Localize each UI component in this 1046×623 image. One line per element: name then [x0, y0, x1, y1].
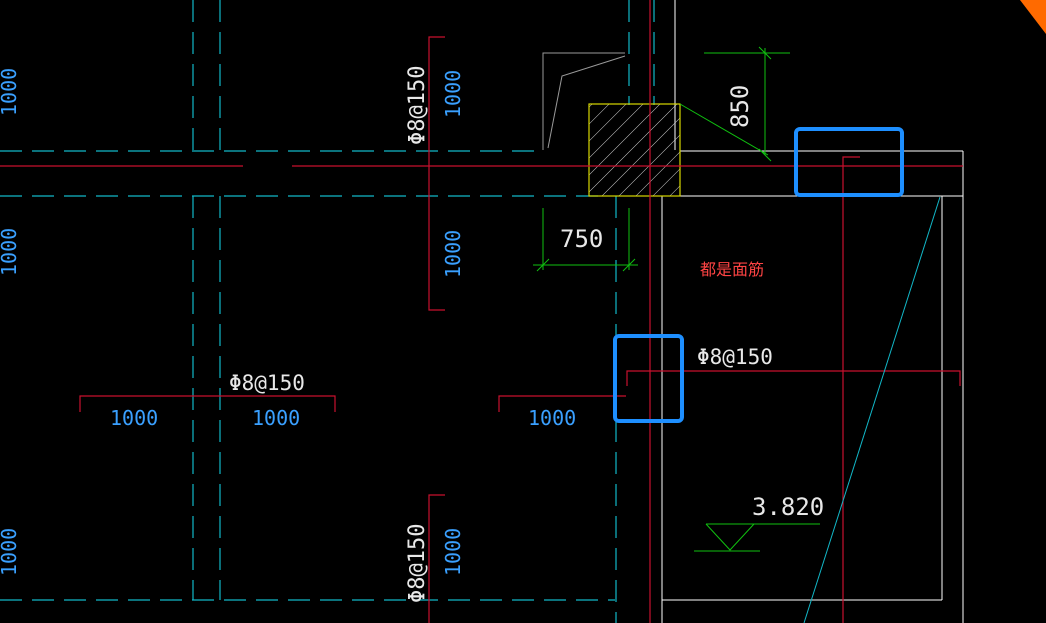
length-edge-top: 1000 — [0, 68, 21, 116]
rebar-label-middle: Φ8@150 — [229, 371, 305, 395]
rebar-label-left-bottom: Φ8@150 — [405, 524, 430, 603]
hatched-column — [588, 103, 681, 197]
length-col-bottom: 1000 — [441, 528, 465, 576]
orange-corner-mark — [1020, 0, 1046, 34]
cyan-diagonal — [803, 196, 941, 623]
length-edge-middle: 1000 — [0, 228, 21, 276]
elevation-value: 3.820 — [752, 493, 824, 521]
length-col-middle: 1000 — [441, 230, 465, 278]
dimension-vertical-850: 850 — [726, 85, 754, 128]
length-row-center: 1000 — [252, 406, 300, 430]
highlight-box-middle — [613, 334, 684, 423]
highlight-box-top — [794, 127, 904, 197]
length-col-top: 1000 — [441, 70, 465, 118]
cyan-grid-lines — [0, 0, 655, 623]
white-outlines — [661, 0, 964, 623]
red-rebar-lines — [0, 0, 963, 623]
length-row-right: 1000 — [528, 406, 576, 430]
length-row-left: 1000 — [110, 406, 158, 430]
annotation-note: 都是面筋 — [700, 260, 764, 279]
rebar-label-left-top: Φ8@150 — [405, 66, 430, 145]
length-edge-bottom: 1000 — [0, 528, 21, 576]
dimension-horizontal-750: 750 — [560, 225, 603, 253]
green-dimensions — [533, 46, 820, 552]
gray-outline — [542, 52, 626, 150]
rebar-label-right: Φ8@150 — [697, 345, 773, 369]
